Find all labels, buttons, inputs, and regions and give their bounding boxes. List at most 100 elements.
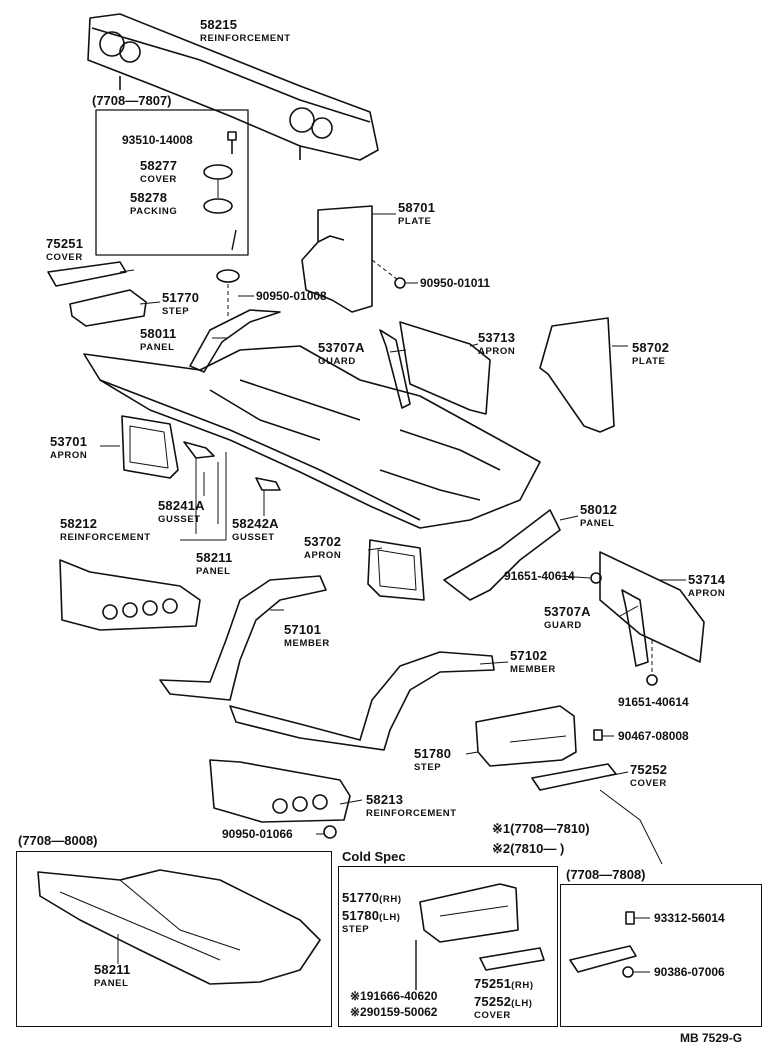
- part-number: 58215: [200, 17, 238, 32]
- step-51780-drawing: [475, 705, 577, 767]
- label-58702: 58702 PLATE: [632, 340, 669, 367]
- part-name: COVER: [140, 174, 177, 185]
- label-93312: 93312-56014: [654, 911, 725, 925]
- side: (LH): [511, 998, 533, 1009]
- reference-code: MB 7529-G: [680, 1031, 743, 1045]
- part-number: 75251: [474, 976, 512, 991]
- label-75252: 75252 COVER: [630, 762, 667, 789]
- gusset-58241A-drawing: [183, 441, 215, 459]
- member-57101-drawing: [159, 575, 327, 701]
- note-star1: ※1(7708—7810): [492, 821, 590, 836]
- part-number: 58242A: [232, 516, 279, 531]
- range-note-top: (7708—7807): [92, 93, 172, 108]
- part-name: COVER: [474, 1010, 511, 1021]
- label-58278: 58278 PACKING: [130, 190, 177, 217]
- label-57101: 57101 MEMBER: [284, 622, 330, 649]
- part-number: 75252: [474, 994, 512, 1009]
- part-name: APRON: [478, 346, 516, 357]
- label-coldspec-step: 51770(RH) 51780(LH) STEP: [342, 890, 402, 935]
- reinforcement-58212-drawing: [59, 559, 201, 631]
- part-number: 75251: [46, 236, 84, 251]
- part-number: 58241A: [158, 498, 205, 513]
- part-name: APRON: [688, 588, 726, 599]
- part-name: GUSSET: [232, 532, 275, 543]
- part-name: PANEL: [196, 566, 231, 577]
- label-58211: 58211 PANEL: [196, 550, 232, 577]
- gusset-58242A-drawing: [255, 477, 281, 491]
- part-number: 75252: [630, 762, 668, 777]
- label-box-left-58211: 58211 PANEL: [94, 962, 130, 989]
- part-name: PANEL: [94, 978, 129, 989]
- part-number: 58701: [398, 200, 436, 215]
- plate-58701-drawing: [301, 205, 373, 313]
- guard-53707A-lower-drawing: [621, 589, 649, 667]
- floor-pan-box-drawing: [37, 869, 321, 985]
- part-number: 53701: [50, 434, 88, 449]
- guard-53707A-upper-drawing: [379, 329, 411, 409]
- label-57102: 57102 MEMBER: [510, 648, 556, 675]
- label-93510: 93510-14008: [122, 133, 193, 147]
- apron-53702-drawing: [367, 539, 425, 601]
- bolt-93510-drawing: [227, 131, 237, 154]
- part-name: REINFORCEMENT: [366, 808, 457, 819]
- part-name: STEP: [414, 762, 442, 773]
- label-58212: 58212 REINFORCEMENT: [60, 516, 151, 543]
- box-left: [16, 851, 332, 1027]
- label-58215: 58215 REINFORCEMENT: [200, 17, 291, 44]
- part-name: PACKING: [130, 206, 178, 217]
- part-number: 53714: [688, 572, 726, 587]
- label-53713: 53713 APRON: [478, 330, 515, 357]
- part-number: 51770: [342, 890, 380, 905]
- label-90467: 90467-08008: [618, 729, 689, 743]
- part-number: 58012: [580, 502, 618, 517]
- part-number: 58278: [130, 190, 168, 205]
- step-coldspec-drawing: [419, 883, 519, 943]
- label-51770: 51770 STEP: [162, 290, 199, 317]
- part-name: STEP: [342, 924, 370, 935]
- box-left-header: (7708—8008): [18, 833, 98, 848]
- part-number: 58211: [94, 962, 131, 977]
- label-90950-01008: 90950-01008: [256, 289, 327, 303]
- side: (LH): [379, 912, 401, 923]
- packing-58278-drawing: [203, 198, 233, 214]
- cover-75252-drawing: [531, 763, 617, 791]
- box-right-header: (7708—7808): [566, 867, 646, 882]
- range-box-top: [95, 109, 249, 256]
- panel-58012-drawing: [443, 509, 561, 601]
- part-number: 58702: [632, 340, 670, 355]
- label-90950-01011: 90950-01011: [420, 276, 491, 290]
- panel-58011-drawing: [189, 309, 281, 373]
- label-91651-a: 91651-40614: [504, 569, 575, 583]
- part-name: GUARD: [318, 356, 356, 367]
- floor-pan-58211-drawing: [83, 345, 541, 529]
- label-90950-01066: 90950-01066: [222, 827, 293, 841]
- part-name: PANEL: [580, 518, 615, 529]
- label-90386: 90386-07006: [654, 965, 725, 979]
- part-name: MEMBER: [284, 638, 330, 649]
- label-58011: 58011 PANEL: [140, 326, 176, 353]
- label-53701: 53701 APRON: [50, 434, 87, 461]
- part-name: PLATE: [632, 356, 666, 367]
- apron-53701-drawing: [121, 415, 179, 479]
- label-bolt1: ※191666-40620: [350, 989, 438, 1003]
- part-name: REINFORCEMENT: [60, 532, 151, 543]
- part-name: PLATE: [398, 216, 432, 227]
- side: (RH): [379, 894, 402, 905]
- plate-58702-drawing: [539, 317, 615, 433]
- box-right: [560, 884, 762, 1027]
- part-number: 58213: [366, 792, 404, 807]
- cover-75251-drawing: [47, 261, 127, 287]
- label-coldspec-cover: 75251(RH) 75252(LH) COVER: [474, 976, 534, 1021]
- part-number: 58211: [196, 550, 233, 565]
- part-name: GUSSET: [158, 514, 201, 525]
- label-58213: 58213 REINFORCEMENT: [366, 792, 457, 819]
- label-58242A: 58242A GUSSET: [232, 516, 279, 543]
- part-number: 58212: [60, 516, 98, 531]
- part-number: 51780: [414, 746, 452, 761]
- label-58241A: 58241A GUSSET: [158, 498, 205, 525]
- label-75251: 75251 COVER: [46, 236, 83, 263]
- part-name: APRON: [304, 550, 342, 561]
- label-53707A-upper: 53707A GUARD: [318, 340, 365, 367]
- label-53714: 53714 APRON: [688, 572, 725, 599]
- label-53707A-lower: 53707A GUARD: [544, 604, 591, 631]
